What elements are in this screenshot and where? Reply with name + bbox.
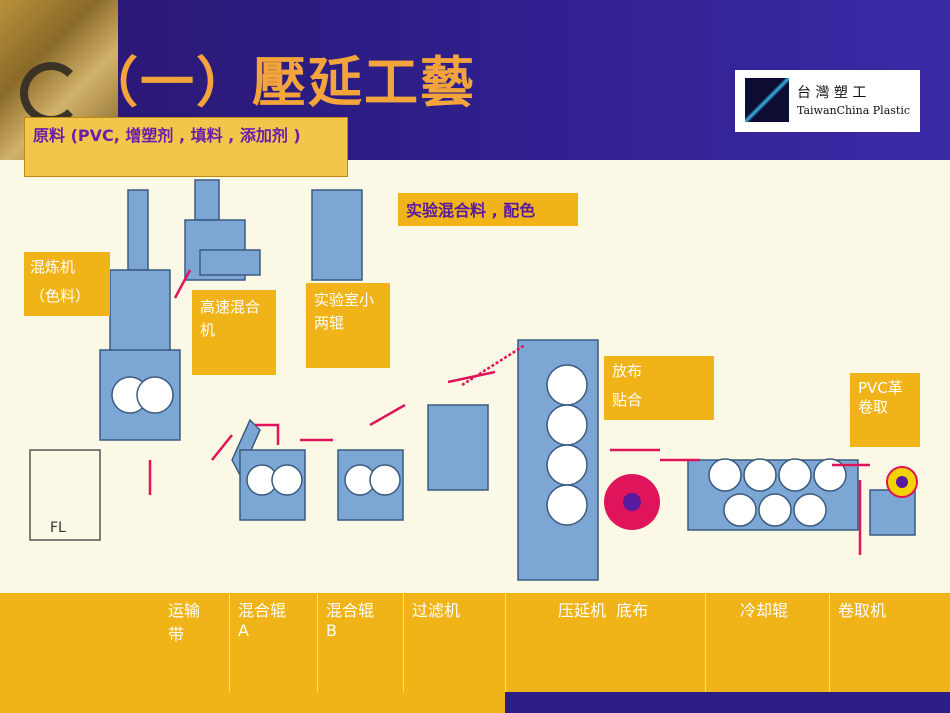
fl-label: FL	[50, 520, 66, 536]
legend-mixer-b: 混合辊 B	[318, 593, 404, 692]
label-kneader: 混炼机 （色料）	[24, 252, 110, 316]
fabric-line1: 放布	[612, 362, 643, 380]
hopper-chute	[127, 189, 149, 271]
label-lab-mill: 实验室小两辊	[306, 283, 390, 368]
company-logo: 台 灣 塑 工 TaiwanChina Plastic	[735, 70, 920, 132]
logo-line1: 台 灣 塑 工	[797, 85, 867, 101]
legend-winder: 卷取机	[830, 593, 950, 692]
legend-text: 过滤机	[412, 601, 461, 620]
label-lab-mix: 实验混合料 , 配色	[398, 193, 578, 226]
machinery-illustration: FL	[29, 150, 918, 581]
legend-cooling: 冷却辊	[706, 593, 830, 692]
legend-text: 卷取机	[838, 601, 887, 620]
kneader-line2: （色料）	[30, 286, 91, 305]
legend-text: 压延机 底布	[558, 601, 649, 620]
legend-text: 混合辊 A	[238, 601, 287, 640]
legend-filter: 过滤机	[404, 593, 506, 692]
fabric-line2: 贴合	[612, 390, 643, 409]
kneader-line1: 混炼机	[30, 258, 76, 276]
winder	[869, 489, 916, 536]
legend-conveyor: 运输 带	[0, 593, 230, 692]
legend-mixer-a: 混合辊 A	[230, 593, 318, 692]
legend-calender: 压延机 底布	[506, 593, 706, 692]
legend-text: 混合辊 B	[326, 601, 375, 640]
process-diagram: FL	[0, 150, 950, 593]
label-high-speed-mixer: 高速混合机	[192, 290, 276, 375]
legend-text: 冷却辊	[740, 601, 789, 620]
filter-machine	[427, 404, 489, 491]
bottom-strip	[505, 692, 950, 713]
hook-icon	[20, 62, 82, 124]
logo-mark-icon	[745, 78, 789, 122]
logo-line2: TaiwanChina Plastic	[797, 104, 910, 117]
lab-mill	[311, 189, 363, 281]
label-fabric: 放布 贴合	[604, 356, 714, 420]
label-pvc-leather: PVC革卷取	[850, 373, 920, 447]
label-raw-material: 原料 (PVC, 增塑剂 , 填料 , 添加剂 )	[24, 117, 348, 177]
page-title: （一）壓延工藝	[84, 50, 476, 114]
legend-text: 运输 带	[168, 601, 201, 644]
